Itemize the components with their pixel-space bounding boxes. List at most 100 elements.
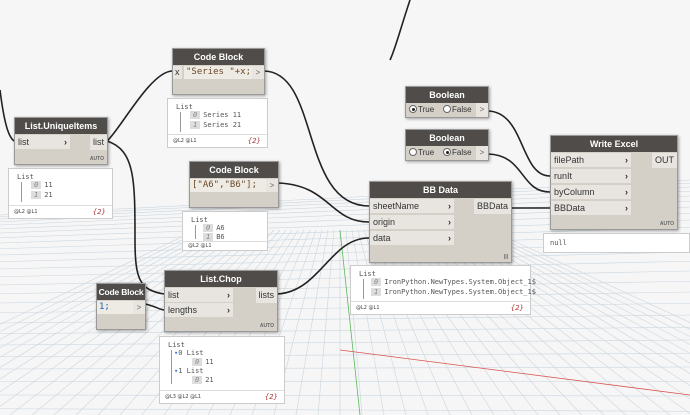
node-bb-data[interactable]: BB Data sheetName› origin› data› BBData … [369, 181, 512, 263]
sublist-item[interactable]: ▾1 List [174, 367, 204, 375]
collapse-icon: ▾ [174, 367, 179, 375]
input-port-bycolumn[interactable]: byColumn› [551, 185, 631, 200]
input-port-origin[interactable]: origin› [370, 215, 454, 230]
input-port-list[interactable]: list› [165, 288, 233, 303]
preview-footer: @L2 @L1 [183, 241, 267, 250]
radio-true[interactable]: True [409, 148, 434, 157]
lacing-label: AUTO [659, 221, 674, 227]
node-list-uniqueitems[interactable]: List.UniqueItems list › list AUTO [14, 117, 108, 165]
radio-false[interactable]: False [443, 148, 472, 157]
code-editor[interactable]: ["A6","B6"]; [190, 179, 266, 192]
input-port-data[interactable]: data› [370, 231, 454, 246]
chevron-right-icon: › [448, 201, 451, 211]
grid-line [0, 352, 690, 358]
node-title: Code Block [190, 162, 278, 178]
grid-line [459, 229, 690, 364]
grid-line [483, 229, 690, 330]
node-title: Code Block [97, 284, 145, 300]
input-port-lengths[interactable]: lengths› [165, 303, 233, 318]
output-port[interactable]: > [133, 301, 145, 314]
preview-title: List [168, 341, 185, 349]
preview-title: List [359, 270, 376, 278]
radio-selected-icon [443, 148, 451, 156]
node-title: BB Data [370, 182, 511, 198]
collapse-icon: ▾ [174, 349, 179, 357]
grid-line [0, 380, 690, 383]
sublist-item[interactable]: ▾0 List [174, 349, 204, 357]
code-editor[interactable]: 1; [97, 301, 133, 314]
node-list-chop[interactable]: List.Chop list› lengths› lists AUTO [164, 270, 278, 332]
grid-line [0, 394, 690, 397]
preview-title: List [17, 173, 34, 181]
node-title: Boolean [406, 87, 488, 103]
grid-line [0, 229, 221, 358]
output-port[interactable]: > [252, 66, 264, 79]
node-boolean-bycolumn[interactable]: Boolean True False > [405, 129, 489, 161]
node-code-block-series[interactable]: Code Block x "Series "+x; > [172, 48, 265, 95]
output-port-list[interactable]: list [90, 135, 107, 150]
node-code-block-cells[interactable]: Code Block ["A6","B6"]; > [189, 161, 279, 208]
output-port-lists[interactable]: lists [255, 288, 277, 303]
lacing-label: ||| [503, 254, 508, 260]
node-code-block-lengths[interactable]: Code Block 1; > [96, 283, 146, 330]
node-title: List.UniqueItems [15, 118, 107, 134]
input-port-filepath[interactable]: filePath› [551, 153, 631, 168]
radio-unselected-icon [409, 148, 417, 156]
radio-false[interactable]: False [443, 105, 472, 114]
grid-line [0, 408, 690, 412]
output-port[interactable]: > [476, 146, 488, 160]
port-label: list [18, 137, 29, 147]
chevron-right-icon: › [625, 187, 628, 197]
node-boolean-runit[interactable]: Boolean True False > [405, 86, 489, 118]
chevron-right-icon: › [64, 137, 67, 147]
chevron-right-icon: › [448, 217, 451, 227]
lacing-label: AUTO [89, 156, 104, 162]
preview-value: null [550, 239, 567, 247]
node-title: List.Chop [165, 271, 277, 287]
radio-unselected-icon [443, 105, 451, 113]
radio-true[interactable]: True [409, 105, 434, 114]
preview-footer: @L3 @L2 @L1{2} [160, 390, 284, 403]
chevron-right-icon: › [448, 233, 451, 243]
node-title: Code Block [173, 49, 264, 65]
grid-line [477, 229, 690, 337]
code-editor[interactable]: "Series "+x; [184, 66, 252, 79]
grid-line [295, 229, 329, 415]
grid-line [465, 229, 690, 354]
grid-line [0, 229, 233, 380]
output-port-out[interactable]: OUT [652, 153, 677, 168]
grid-line [0, 251, 690, 270]
input-port-bbdata[interactable]: BBData› [551, 201, 631, 216]
grid-line [0, 366, 690, 370]
output-port-bbdata[interactable]: BBData [473, 199, 511, 214]
input-port-x[interactable]: x [173, 66, 182, 79]
input-port-sheetname[interactable]: sheetName› [370, 199, 454, 214]
grid-line [0, 326, 690, 335]
input-port-list[interactable]: list › [15, 135, 70, 150]
preview-footer: @L2 @L1{2} [9, 205, 112, 218]
preview-footer: @L2 @L1{2} [351, 301, 530, 314]
input-port-runit[interactable]: runIt› [551, 169, 631, 184]
grid-line [471, 229, 690, 345]
chevron-right-icon: › [625, 155, 628, 165]
output-port[interactable]: > [476, 103, 488, 117]
grid-line [489, 229, 690, 323]
node-title: Write Excel [551, 136, 677, 152]
output-port[interactable]: > [266, 179, 278, 192]
node-write-excel[interactable]: Write Excel filePath› runIt› byColumn› B… [550, 135, 678, 230]
preview-bubble: null [543, 233, 690, 253]
grid-line [339, 349, 690, 396]
chevron-right-icon: › [227, 305, 230, 315]
